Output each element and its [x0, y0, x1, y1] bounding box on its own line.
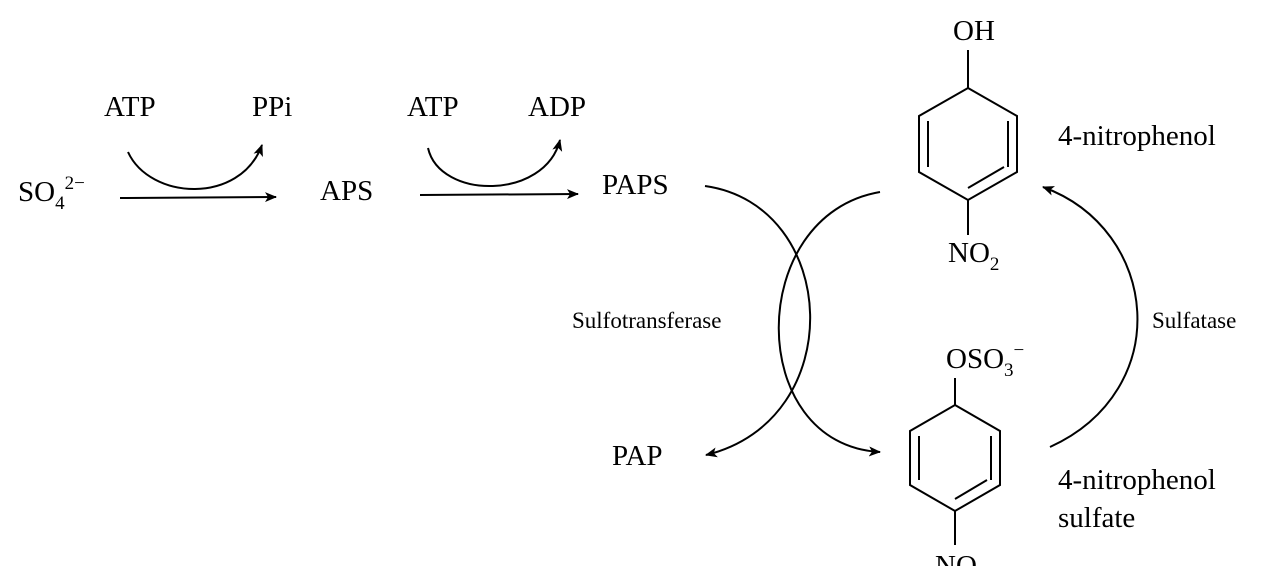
paps-label: PAPS — [602, 169, 669, 201]
sulfatase-arc — [1042, 186, 1139, 448]
sulfate-ester-label: OSO3− — [946, 340, 1024, 381]
nitrophenol-sulfate-nitro-label: NO2 — [935, 550, 986, 566]
nitrophenol-sulfate-name-line1: 4-nitrophenol — [1058, 464, 1216, 496]
nitrophenol-sulfate-name-line2: sulfate — [1058, 502, 1135, 534]
sulfotransferase-label: Sulfotransferase — [572, 308, 721, 333]
pap-label: PAP — [612, 440, 663, 472]
adp-label: ADP — [528, 91, 586, 123]
reaction-arrow-1 — [119, 192, 277, 203]
nitrophenol-benzene-ring — [918, 50, 1018, 235]
reaction-arrow-2 — [419, 189, 579, 200]
hydroxyl-group-label: OH — [953, 15, 995, 47]
nitrophenol-to-sulfate-arc — [777, 191, 881, 457]
atp-label-2: ATP — [407, 91, 459, 123]
sulfatase-label: Sulfatase — [1152, 308, 1236, 333]
nitrophenol-sulfate-benzene-ring — [909, 378, 1001, 545]
paps-to-pap-arc — [704, 185, 812, 458]
atp-label-1: ATP — [104, 91, 156, 123]
aps-label: APS — [320, 175, 373, 207]
cofactor-arrow-2 — [427, 139, 563, 188]
sulfate-label: SO42− — [18, 173, 85, 214]
nitrophenol-name: 4-nitrophenol — [1058, 120, 1216, 152]
nitrophenol-nitro-label: NO2 — [948, 237, 999, 275]
cofactor-arrow-1 — [127, 144, 263, 190]
ppi-label: PPi — [252, 91, 292, 123]
